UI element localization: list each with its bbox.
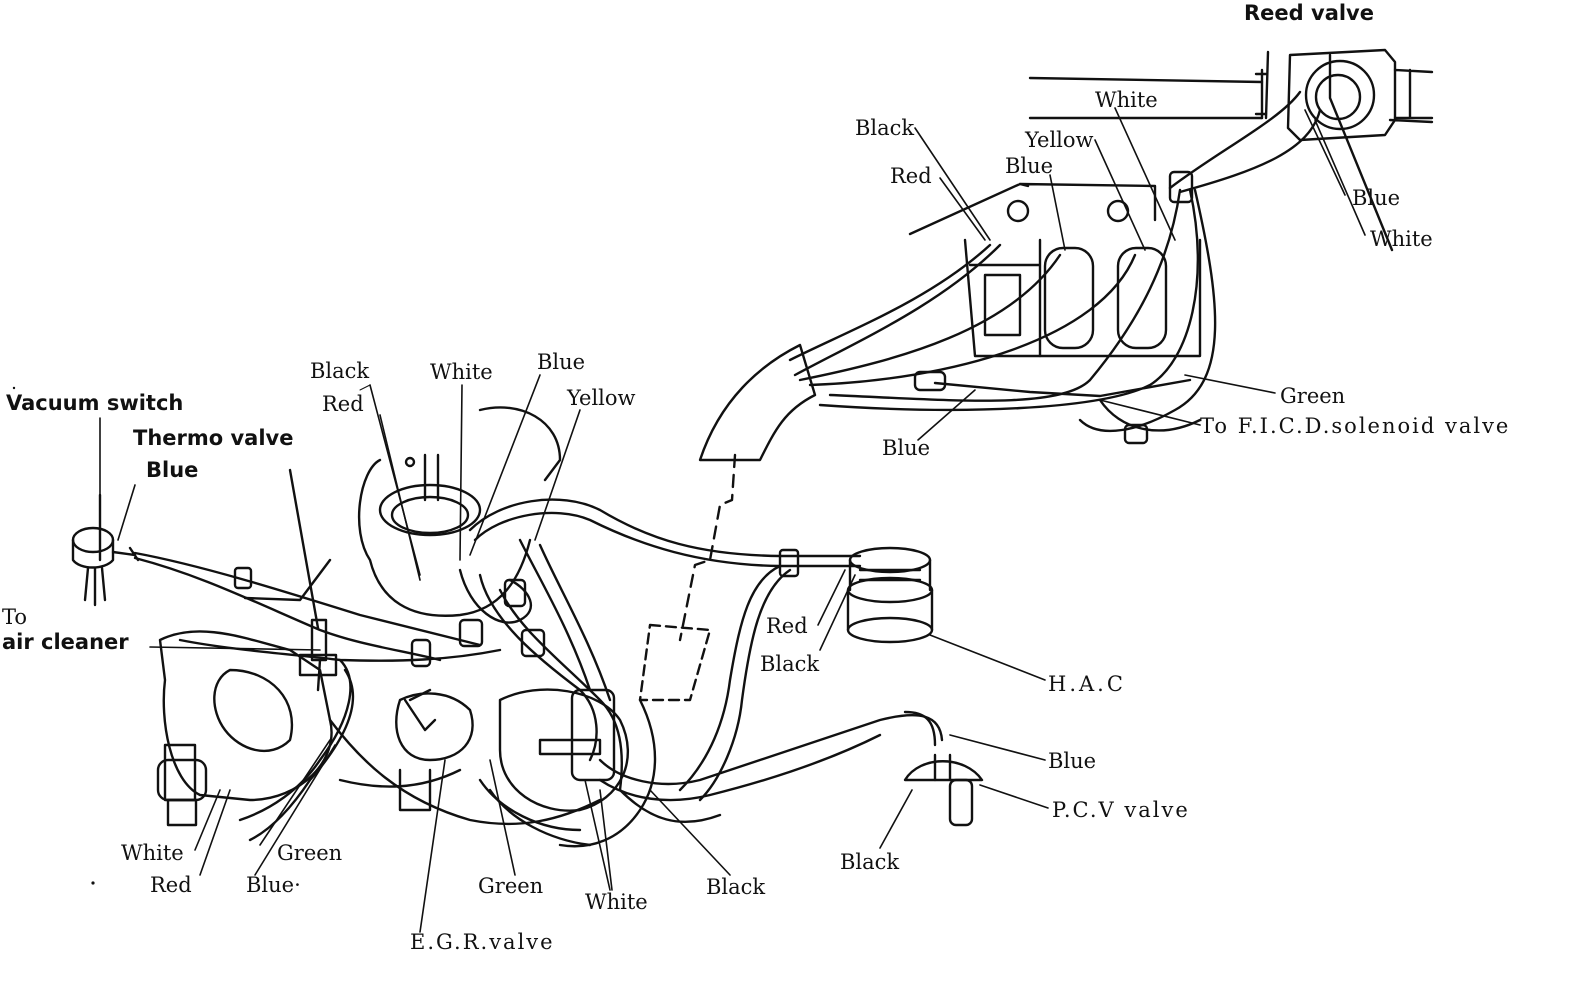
label-blue-top: Blue xyxy=(1005,154,1054,178)
label-blue-vacuum-switch: Blue xyxy=(146,458,199,482)
reed-valve-part xyxy=(1254,48,1434,142)
label-thermo-valve: Thermo valve xyxy=(133,426,294,450)
label-white-reed-top: White xyxy=(1095,88,1158,112)
label-to-ficd-solenoid-valve: To F.I.C.D.solenoid valve xyxy=(1200,414,1511,438)
label-black-hac: Black xyxy=(760,652,820,676)
air-duct-part xyxy=(698,343,817,462)
label-white-reed: White xyxy=(1370,227,1433,251)
label-red-left: Red xyxy=(150,873,192,897)
hac-part xyxy=(846,546,934,644)
label-black-pcv: Black xyxy=(840,850,900,874)
label-white-left: White xyxy=(121,841,184,865)
label-to-air-cleaner-line1: To xyxy=(2,605,28,629)
label-blue-ficd: Blue xyxy=(882,436,931,460)
label-blue-carb: Blue xyxy=(537,350,586,374)
label-green-bottom: Green xyxy=(478,874,544,898)
label-yellow-top: Yellow xyxy=(1025,128,1094,152)
label-hac: H.A.C xyxy=(1048,672,1126,696)
duct-continuation-line xyxy=(678,453,737,642)
label-green-ficd: Green xyxy=(1280,384,1346,408)
duct-bottom-outline xyxy=(638,623,712,702)
label-white-carb: White xyxy=(430,360,493,384)
label-pcv-valve: P.C.V valve xyxy=(1052,798,1190,822)
label-egr-valve: E.G.R.valve xyxy=(410,930,555,954)
label-black-bottom: Black xyxy=(706,875,766,899)
intake-pipe-top-line xyxy=(1028,76,1264,84)
label-red-top: Red xyxy=(890,164,932,188)
label-green-left: Green xyxy=(277,841,343,865)
solenoid-bracket-part xyxy=(908,182,1202,358)
carburetor-hose-runs xyxy=(133,498,944,848)
vacuum-switch-part xyxy=(71,493,140,607)
label-to-air-cleaner-line2: air cleaner xyxy=(2,630,129,654)
label-white-bottom: White xyxy=(585,890,648,914)
egr-valve-part xyxy=(403,688,437,732)
reed-leader-lines xyxy=(1328,53,1394,252)
label-blue-left: Blue· xyxy=(246,873,301,897)
label-blue-reed: Blue xyxy=(1352,186,1401,210)
label-leader-lines xyxy=(99,107,1366,933)
label-yellow-carb: Yellow xyxy=(567,386,636,410)
carburetor-part xyxy=(243,406,562,617)
intake-pipe-bottom-line xyxy=(1028,116,1434,124)
solenoid-hose-bundle xyxy=(788,90,1322,445)
label-black-carb: Black xyxy=(310,359,370,383)
label-black-top: Black xyxy=(855,116,915,140)
pcv-valve-part xyxy=(903,710,984,827)
label-red-hac: Red xyxy=(766,614,808,638)
label-red-carb: Red xyxy=(322,392,364,416)
label-vacuum-switch: Vacuum switch xyxy=(6,391,184,415)
label-blue-pcv: Blue xyxy=(1048,749,1097,773)
label-reed-valve: Reed valve xyxy=(1244,1,1374,25)
